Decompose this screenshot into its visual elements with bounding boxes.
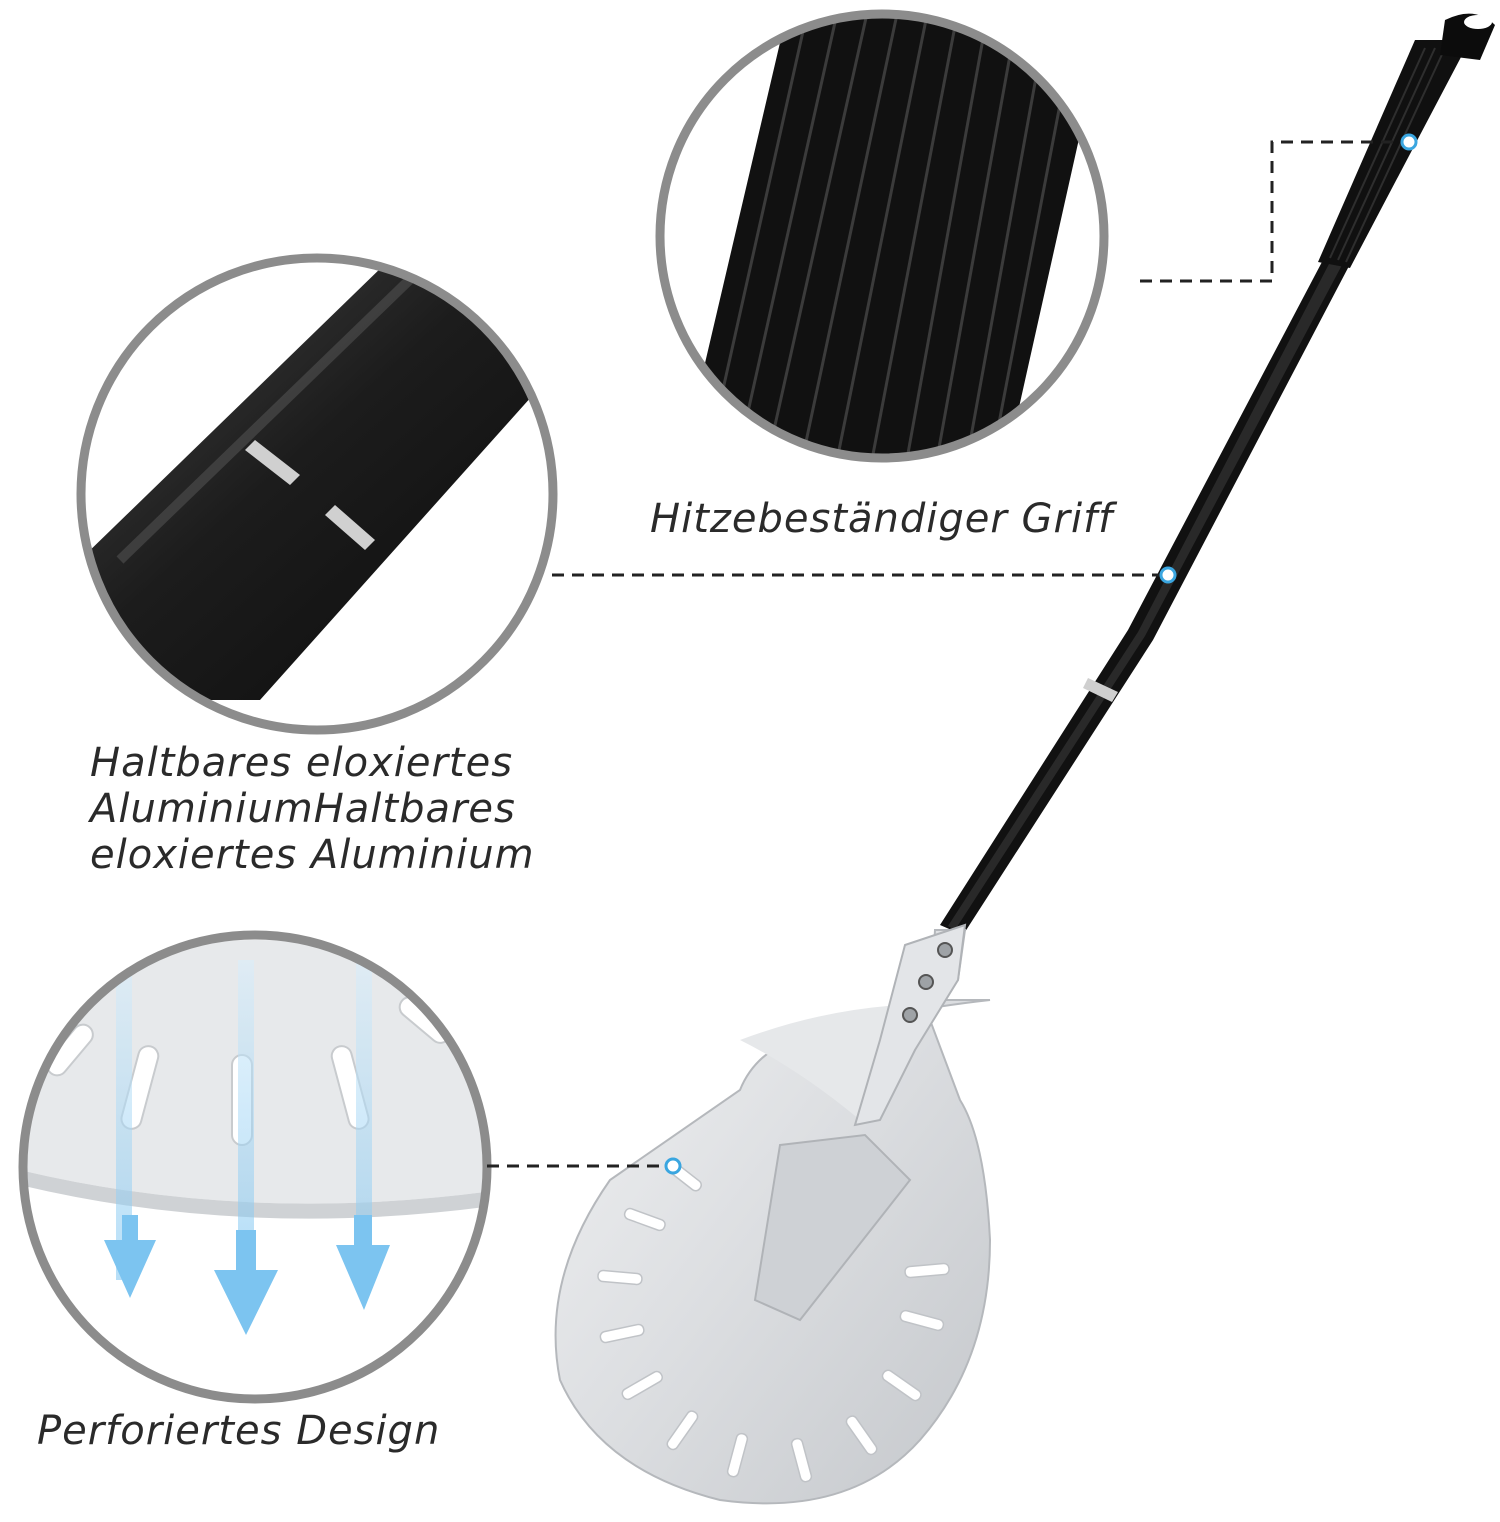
callout-perforation [18,930,682,1404]
callout-aluminium [76,253,1177,735]
caption-anodized-aluminium: Haltbares eloxiertes AluminiumHaltbares … [90,740,535,878]
caption-line: AluminiumHaltbares [90,786,516,832]
caption-heat-resistant-grip: Hitzebeständiger Griff [650,496,1114,542]
peel-handle [940,13,1495,935]
callout-dot-icon [664,1157,682,1175]
caption-line: eloxiertes Aluminium [90,832,535,878]
peel-head [554,923,992,1505]
callout-grip [655,9,1418,463]
caption-perforated-design: Perforiertes Design [37,1408,441,1454]
callout-dot-icon [1159,566,1177,584]
caption-line: Haltbares eloxiertes [90,740,514,786]
callout-dot-icon [1400,133,1418,151]
airflow-arrow-icon [104,960,390,1335]
